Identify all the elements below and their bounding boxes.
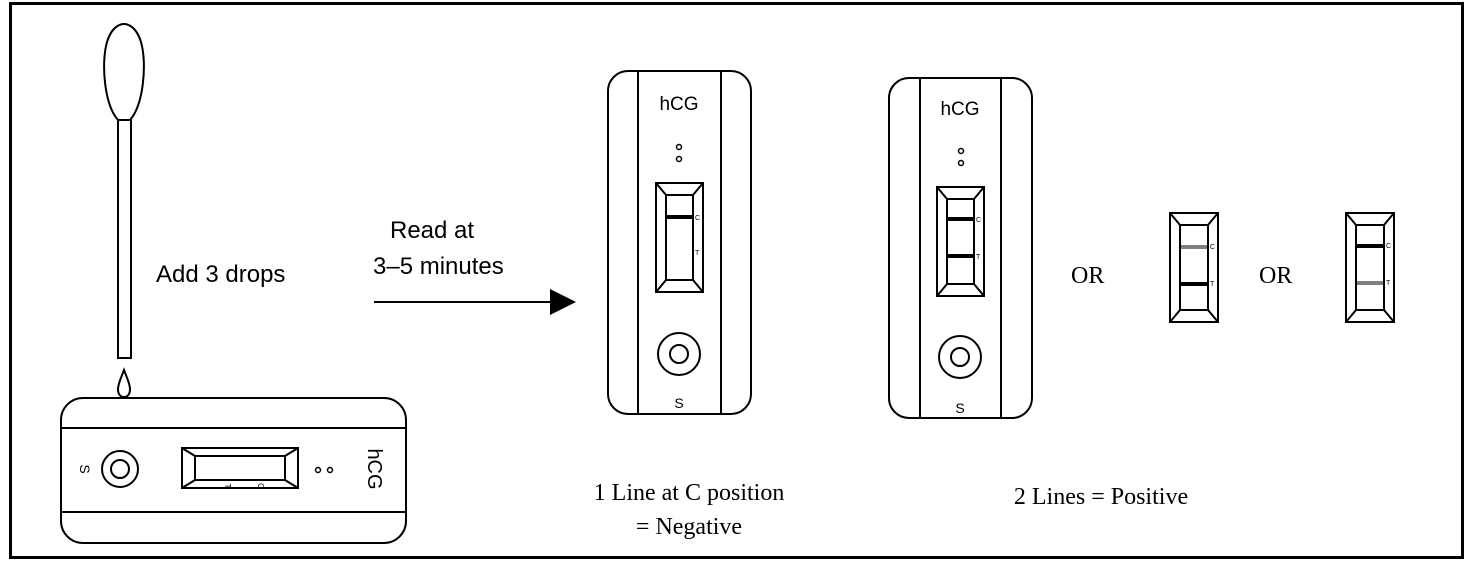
negative-caption-line2: = Negative	[636, 514, 742, 540]
drop-icon	[116, 367, 132, 399]
negative-caption-line1: 1 Line at C position	[594, 480, 785, 506]
window-bevel	[655, 182, 667, 196]
window-bevel	[1345, 309, 1357, 323]
diagram-frame	[9, 2, 1464, 559]
control-mark-label: C	[1386, 243, 1391, 250]
window-bevel	[1383, 212, 1395, 226]
window-bevel	[1207, 212, 1219, 226]
sample-well-outer	[101, 450, 139, 488]
result-window-outer	[181, 447, 299, 489]
window-bevel	[1169, 309, 1181, 323]
read-at-label: Read at	[390, 217, 474, 244]
test-name-label-rotated: hCG	[363, 448, 385, 489]
window-bevel	[1345, 212, 1357, 226]
control-line	[1357, 244, 1383, 248]
cassette-negative	[607, 70, 752, 415]
result-window-outer	[1169, 212, 1219, 323]
sample-label-rotated: S	[77, 464, 93, 473]
test-mark-label: T	[695, 250, 700, 257]
indicator-dot	[675, 143, 683, 151]
window-bevel	[181, 479, 196, 489]
control-line	[667, 215, 692, 219]
cassette-body	[888, 77, 1033, 419]
test-mark-label: T	[1210, 281, 1215, 288]
add-drops-instruction: Add 3 drops	[156, 261, 285, 288]
window-bevel	[973, 186, 985, 200]
control-mark-label-rotated: C	[256, 483, 265, 489]
window-bevel	[973, 283, 985, 297]
control-line-faint	[1181, 245, 1207, 249]
or-label-2: OR	[1259, 263, 1292, 289]
window-bevel	[692, 182, 704, 196]
result-window-inner	[1355, 224, 1385, 311]
indicator-dot	[957, 147, 965, 155]
result-window-inner	[194, 455, 286, 481]
indicator-dot	[675, 155, 683, 163]
window-bevel	[936, 186, 948, 200]
window-bevel	[1169, 212, 1181, 226]
cassette-horizontal	[60, 397, 407, 544]
window-bevel	[655, 279, 667, 293]
result-window-inner	[665, 194, 694, 281]
test-line	[1181, 282, 1207, 286]
sample-well-inner	[110, 459, 130, 479]
cassette-body	[60, 397, 407, 544]
indicator-dot	[326, 466, 334, 474]
or-label-1: OR	[1071, 263, 1104, 289]
cassette-body	[607, 70, 752, 415]
sample-well-outer	[657, 332, 701, 376]
result-window-outer	[1345, 212, 1395, 323]
test-mark-label: T	[976, 254, 981, 261]
control-mark-label: C	[1210, 244, 1215, 251]
result-window-variant-faint-test	[1345, 212, 1395, 323]
window-bevel	[284, 447, 299, 457]
dropper-stem	[117, 119, 132, 359]
result-window-inner	[1179, 224, 1209, 311]
test-name-label: hCG	[659, 94, 698, 115]
window-bevel	[181, 447, 196, 457]
sample-well-label: S	[674, 395, 683, 411]
cassette-positive	[888, 77, 1033, 419]
result-window-inner	[946, 198, 975, 285]
result-window-outer	[936, 186, 985, 297]
test-mark-label-rotated: T	[223, 484, 232, 489]
sample-well-inner	[950, 347, 970, 367]
indicator-dot	[957, 159, 965, 167]
window-bevel	[692, 279, 704, 293]
control-mark-label: C	[976, 217, 981, 224]
test-mark-label: T	[1386, 280, 1391, 287]
dropper-bulb	[103, 22, 145, 121]
result-window-outer	[655, 182, 704, 293]
window-bevel	[284, 479, 299, 489]
control-line	[948, 217, 973, 221]
read-time-label: 3–5 minutes	[373, 253, 504, 280]
dropper-icon	[103, 22, 145, 399]
test-line	[948, 254, 973, 258]
positive-caption: 2 Lines = Positive	[1014, 484, 1188, 510]
window-bevel	[1383, 309, 1395, 323]
sample-well-label: S	[955, 400, 964, 416]
test-line-faint	[1357, 281, 1383, 285]
indicator-dot	[314, 466, 322, 474]
result-window-variant-faint-control	[1169, 212, 1219, 323]
control-mark-label: C	[695, 215, 700, 222]
arrow-head-icon	[550, 289, 576, 315]
test-name-label: hCG	[940, 99, 979, 120]
window-bevel	[936, 283, 948, 297]
sample-well-inner	[669, 344, 689, 364]
window-bevel	[1207, 309, 1219, 323]
sample-well-outer	[938, 335, 982, 379]
